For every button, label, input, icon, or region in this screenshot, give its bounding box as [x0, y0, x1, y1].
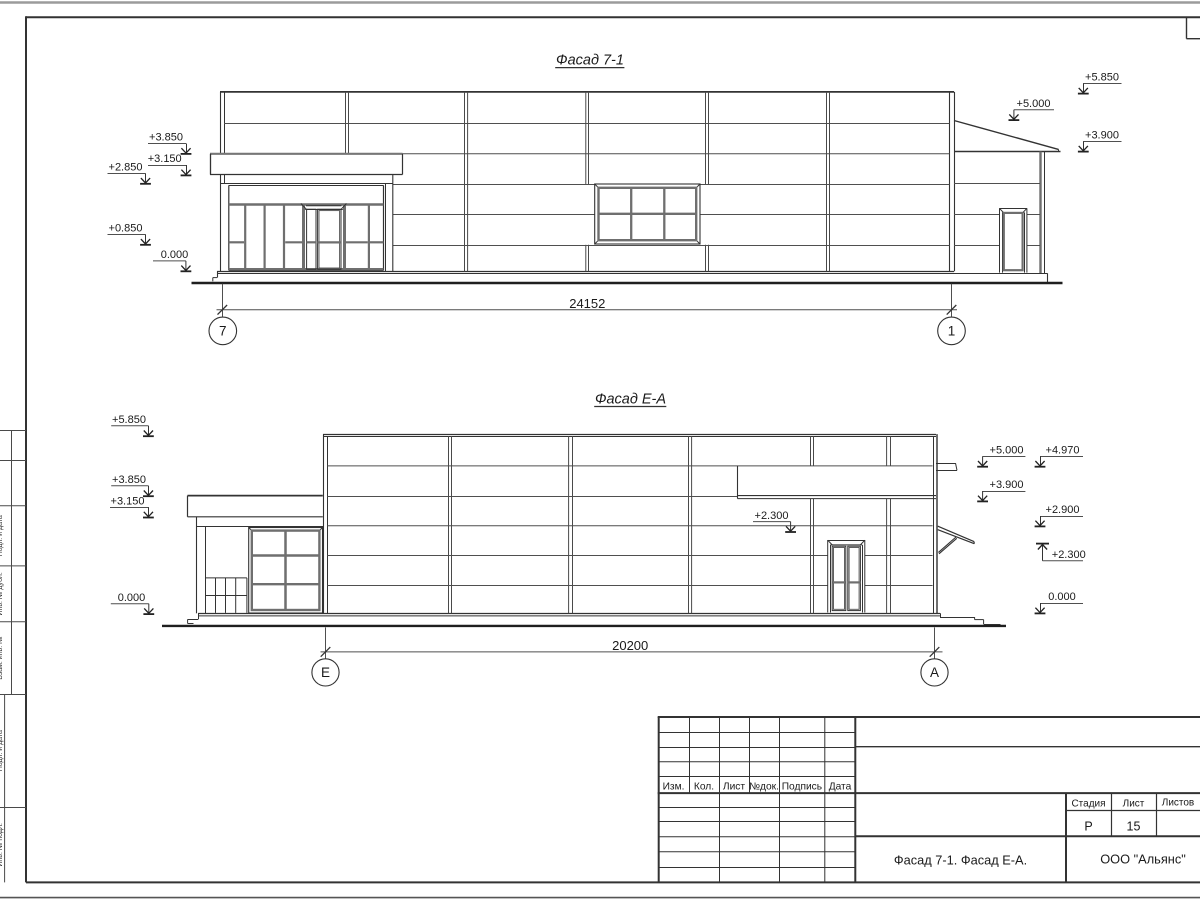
svg-text:+3.850: +3.850: [149, 131, 183, 143]
svg-text:+2.300: +2.300: [755, 510, 789, 522]
svg-text:0.000: 0.000: [161, 249, 189, 261]
svg-text:7: 7: [219, 324, 227, 339]
svg-text:0.000: 0.000: [1048, 591, 1076, 603]
svg-text:Лист: Лист: [723, 782, 745, 793]
svg-text:Кол.: Кол.: [694, 782, 714, 793]
svg-text:Дата: Дата: [829, 782, 852, 793]
svg-text:+5.850: +5.850: [1085, 71, 1119, 83]
svg-text:+0.850: +0.850: [109, 222, 143, 234]
svg-text:+5.850: +5.850: [112, 414, 146, 426]
svg-text:+3.850: +3.850: [112, 474, 146, 486]
svg-text:+3.900: +3.900: [1085, 129, 1119, 141]
svg-text:Фасад 7-1. Фасад Е-А.: Фасад 7-1. Фасад Е-А.: [894, 852, 1027, 867]
svg-text:24152: 24152: [569, 296, 605, 311]
svg-text:ООО "Альянс": ООО "Альянс": [1100, 851, 1186, 866]
svg-text:Подп. и дата: Подп. и дата: [0, 515, 4, 556]
svg-text:+5.000: +5.000: [1017, 98, 1051, 110]
svg-text:0.000: 0.000: [118, 592, 146, 604]
svg-text:Инв. № подл.: Инв. № подл.: [0, 823, 4, 867]
svg-text:Подпись: Подпись: [782, 782, 822, 793]
svg-text:+3.900: +3.900: [990, 479, 1024, 491]
svg-text:Стадия: Стадия: [1071, 799, 1105, 810]
svg-text:Фасад Е-А: Фасад Е-А: [595, 391, 666, 407]
svg-text:+5.000: +5.000: [990, 444, 1024, 456]
svg-text:+2.300: +2.300: [1052, 549, 1086, 561]
svg-text:Р: Р: [1084, 820, 1092, 834]
svg-text:Взам. инв. №: Взам. инв. №: [0, 636, 4, 679]
svg-text:15: 15: [1127, 820, 1141, 834]
svg-text:20200: 20200: [612, 638, 648, 653]
svg-text:Листов: Листов: [1162, 798, 1195, 809]
svg-text:А: А: [930, 665, 939, 680]
svg-text:+2.850: +2.850: [109, 162, 143, 174]
svg-text:Инв. № дубл.: Инв. № дубл.: [0, 572, 4, 615]
svg-text:+3.150: +3.150: [111, 495, 145, 507]
svg-text:Изм.: Изм.: [663, 782, 685, 793]
svg-text:Е: Е: [321, 665, 330, 680]
svg-text:Лист: Лист: [1123, 798, 1145, 809]
svg-text:Фасад 7-1: Фасад 7-1: [556, 53, 624, 69]
svg-text:Подп. и дата: Подп. и дата: [0, 730, 4, 771]
svg-text:+3.150: +3.150: [148, 153, 182, 165]
svg-text:+2.900: +2.900: [1046, 504, 1080, 516]
svg-text:+4.970: +4.970: [1046, 444, 1080, 456]
svg-text:№док.: №док.: [749, 782, 779, 793]
svg-text:1: 1: [948, 324, 956, 339]
